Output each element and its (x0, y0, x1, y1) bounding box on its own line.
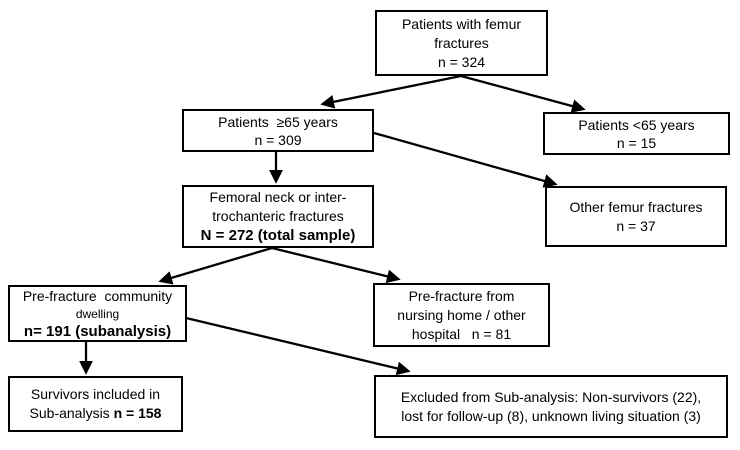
node-text-segment: Sub-analysis (29, 405, 114, 421)
node-count: n = 309 (254, 131, 302, 148)
node-community-dwelling: Pre-fracture community dwelling n= 191 (… (8, 285, 187, 342)
node-patients-lt65: Patients <65 years n = 15 (543, 112, 730, 155)
node-count: hospital n = 81 (411, 325, 512, 342)
node-text-line: Patients <65 years (578, 116, 695, 133)
node-nursing-home: Pre-fracture from nursing home / other h… (373, 283, 550, 347)
node-survivors-included: Survivors included in Sub-analysis n = 1… (8, 376, 183, 432)
node-count: n= 191 (subanalysis) (23, 322, 172, 340)
node-count: n = 37 (616, 217, 656, 234)
node-count: N = 272 (total sample) (200, 227, 356, 244)
node-text-line: Other femur fractures (569, 198, 703, 215)
node-excluded-subanalysis: Excluded from Sub-analysis: Non-survivor… (374, 375, 728, 438)
node-other-femur-fractures: Other femur fractures n = 37 (545, 186, 727, 247)
node-text-line: Excluded from Sub-analysis: Non-survivor… (400, 388, 702, 405)
node-text-line: Patients ≥65 years (218, 113, 338, 130)
node-neck-intertrochanteric: Femoral neck or inter- trochanteric frac… (182, 185, 374, 248)
node-text-line: fractures (434, 34, 489, 51)
node-count: n = 158 (113, 405, 162, 421)
node-text-line: Pre-fracture community (22, 287, 173, 304)
node-text-line: nursing home / other (397, 306, 526, 323)
node-count: n = 15 (616, 134, 657, 151)
arrow-neck-to-community (158, 246, 273, 285)
arrow-neck-to-nursing (271, 246, 401, 284)
node-patients-ge65: Patients ≥65 years n = 309 (182, 109, 374, 152)
arrow-femur-to-lt65 (460, 74, 586, 113)
arrow-ge65-to-other (373, 131, 558, 188)
arrow-community-to-excluded (185, 316, 411, 376)
node-text-line: lost for follow-up (8), unknown living s… (401, 407, 701, 424)
node-count: n = 324 (437, 53, 486, 70)
node-text-line: trochanteric fractures (212, 208, 344, 224)
node-text-line: Pre-fracture from (408, 287, 515, 304)
arrow-femur-to-ge65 (320, 74, 462, 109)
node-text-line: Survivors included in (30, 386, 161, 402)
node-text-line: Femoral neck or inter- (209, 189, 347, 205)
node-text-line: Patients with femur (401, 15, 522, 32)
node-text-line: Sub-analysis n = 158 (30, 404, 162, 423)
node-text-line: dwelling (75, 306, 120, 321)
node-patients-femur-fractures: Patients with femur fractures n = 324 (375, 10, 548, 76)
